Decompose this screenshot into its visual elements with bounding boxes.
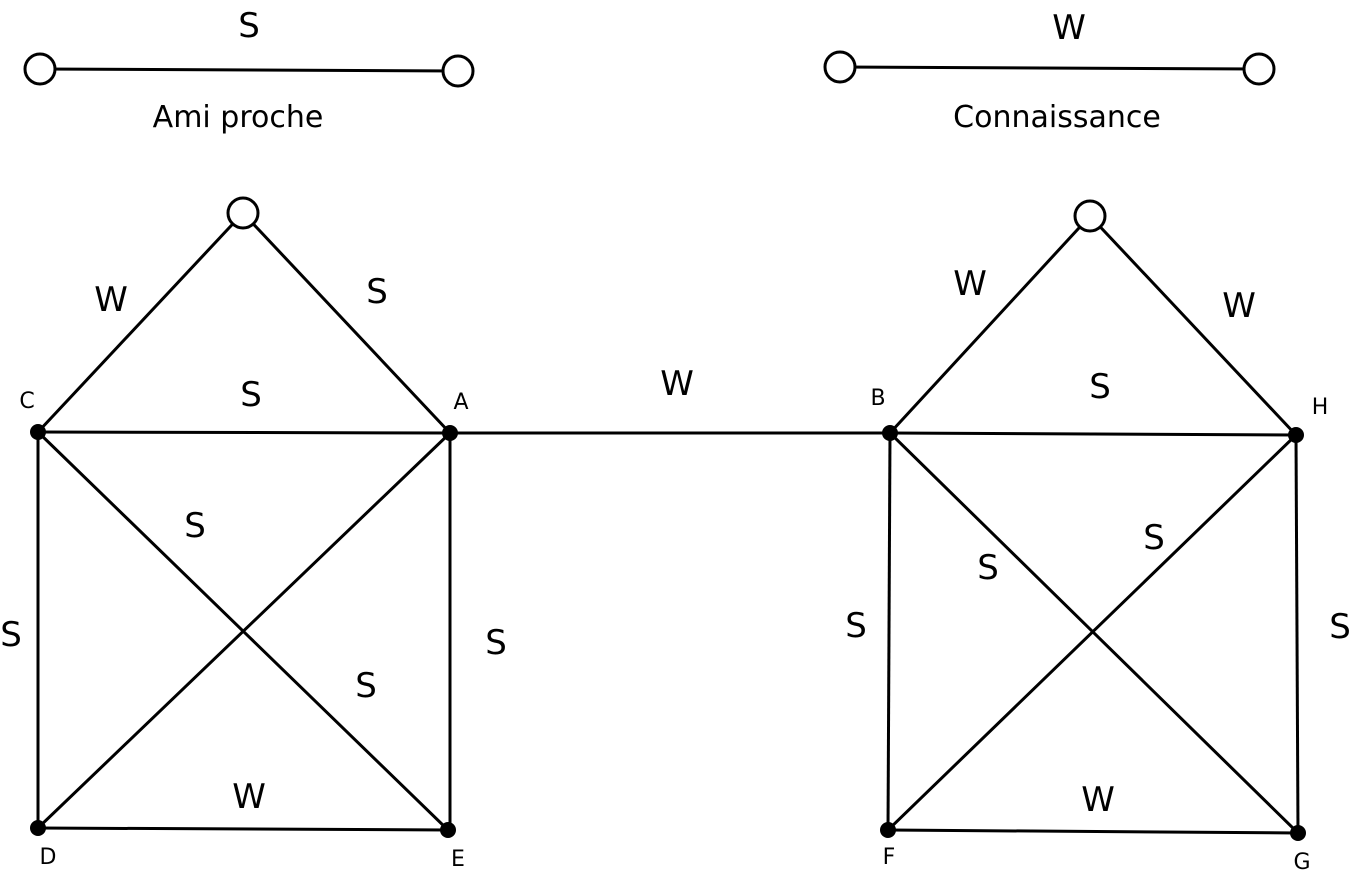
node-g [1290,825,1306,841]
edge-right-apex-b [888,214,1092,435]
edge-a-d [36,431,452,830]
edge-label-left-apex-a: S [366,272,388,312]
edge-label-a-d: S [355,666,377,706]
right-cluster-edges [886,214,1300,835]
node-c [30,424,46,440]
edge-label-right-apex-b: W [953,264,987,304]
legend-strong: S Ami proche [23,6,475,135]
edge-labels: W S S S S S S W W W W S S S S S W [0,264,1351,820]
legend-weak-edge [839,65,1260,71]
edge-f-g [887,828,1299,835]
node-left-apex [226,196,260,230]
edge-label-b-f: S [845,606,867,646]
edge-b-h [889,431,1297,437]
edge-label-b-g: S [977,548,999,588]
legend-strong-edge [39,67,459,73]
node-labels: C A D E B H F G [19,386,1328,875]
node-label-e: E [451,847,465,872]
edge-b-f [886,432,892,831]
left-cluster-edges [36,211,452,832]
edge-label-f-g: W [1081,780,1115,820]
edge-label-c-a: S [240,375,262,415]
edge-label-left-apex-c: W [94,280,128,320]
edge-h-g [1294,434,1300,834]
legend-strong-label: S [238,6,260,46]
edge-label-c-d: S [0,615,22,655]
legend-weak-node-right [1242,52,1276,86]
edge-label-right-apex-h: W [1222,286,1256,326]
node-right-apex [1073,199,1107,233]
edge-label-h-g: S [1329,607,1351,647]
legend-weak-caption: Connaissance [953,100,1161,135]
edge-b-g [888,431,1300,835]
node-f [880,822,896,838]
edge-label-d-e: W [232,777,266,817]
legend-weak-label: W [1052,8,1086,48]
nodes [30,196,1306,841]
edge-label-a-b: W [660,364,694,404]
node-d [30,820,46,836]
legend-strong-node-left [23,52,57,86]
node-label-f: F [883,845,896,870]
edge-left-apex-a [241,211,452,435]
node-a [442,425,458,441]
node-label-g: G [1293,850,1310,875]
node-h [1288,427,1304,443]
edge-right-apex-h [1088,214,1298,437]
node-e [440,822,456,838]
node-label-h: H [1312,395,1329,420]
legend-weak: W Connaissance [823,8,1276,135]
node-label-d: D [40,845,57,870]
edge-h-f [886,433,1298,832]
node-label-a: A [453,390,468,415]
node-label-c: C [19,389,34,414]
edge-label-b-h: S [1089,367,1111,407]
legend-strong-node-right [441,54,475,88]
edge-left-apex-c [36,211,245,434]
edge-d-e [37,826,449,832]
legend-strong-caption: Ami proche [153,100,324,135]
node-label-b: B [870,386,885,411]
edge-c-a [37,430,451,435]
node-b [882,425,898,441]
legend-weak-node-left [823,50,857,84]
edge-label-a-e: S [485,623,507,663]
edge-label-h-f: S [1143,518,1165,558]
edge-label-c-e: S [184,506,206,546]
